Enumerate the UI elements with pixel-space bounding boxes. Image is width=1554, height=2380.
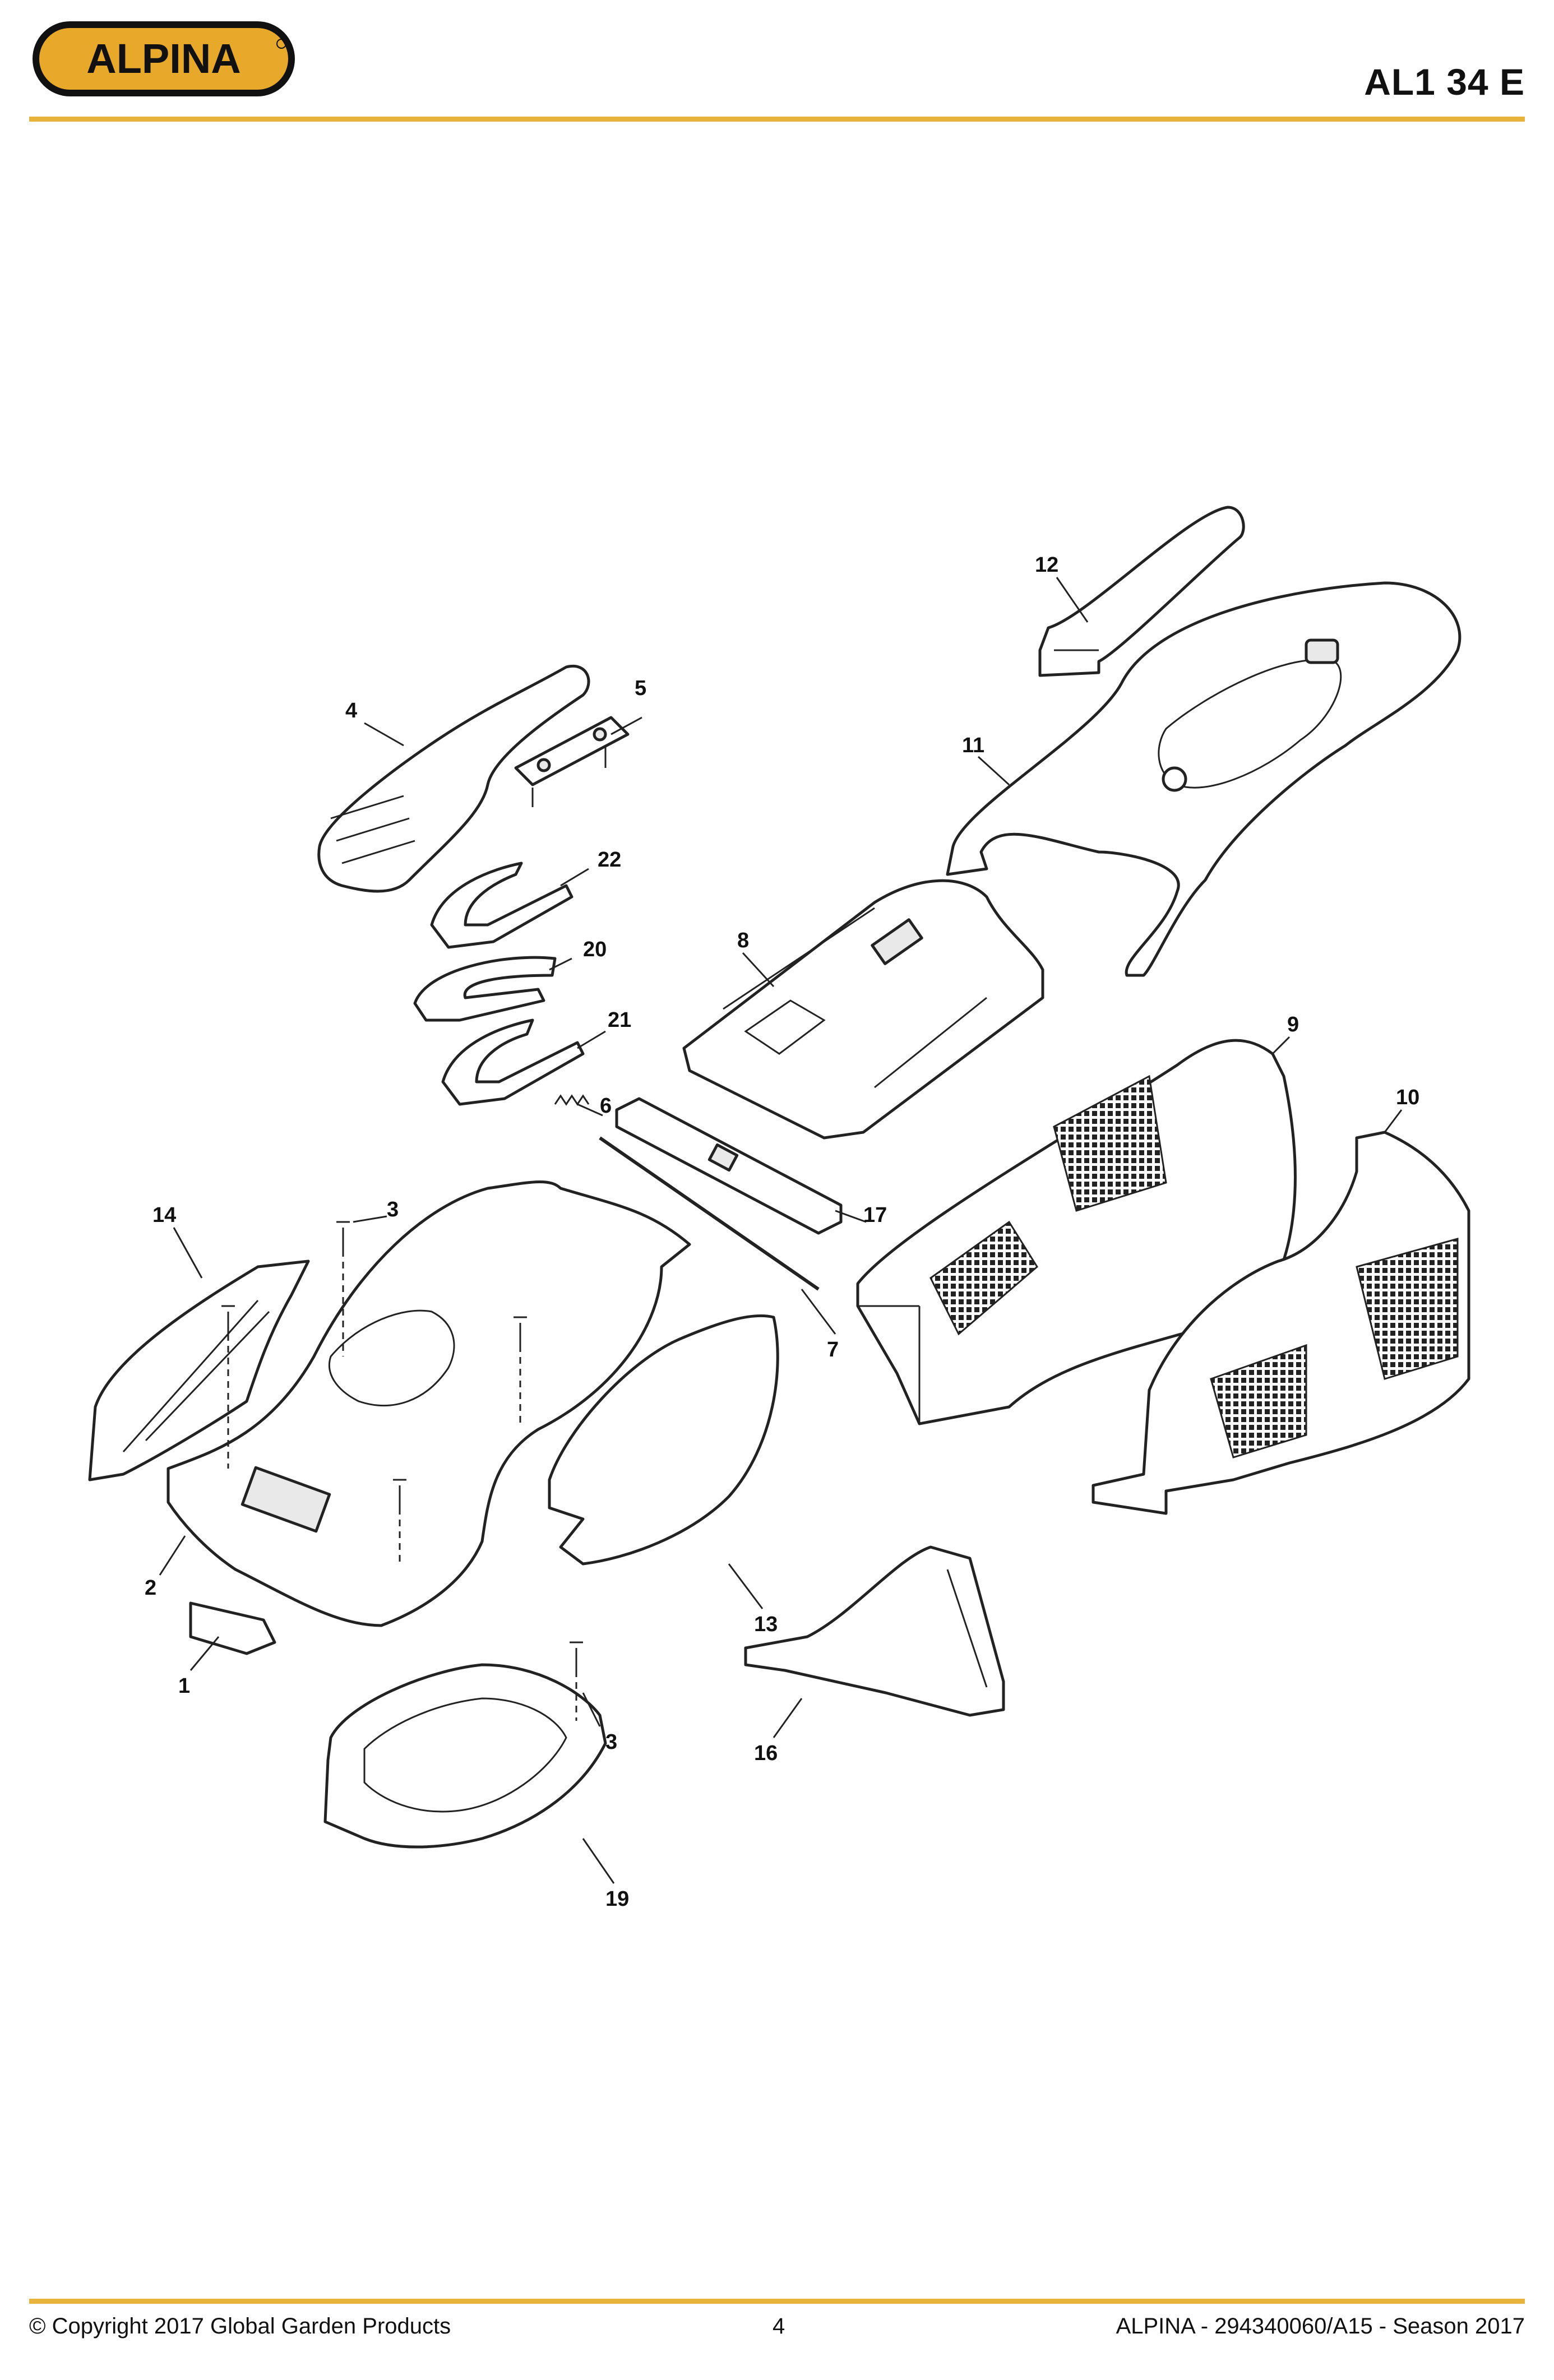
alpina-logo-graphic: ALPINA xyxy=(33,21,295,96)
part-17-latch-bar xyxy=(615,1097,843,1235)
part-21-bracket xyxy=(441,1018,585,1106)
callout-21: 21 xyxy=(608,1008,631,1032)
callout-20: 20 xyxy=(583,938,607,961)
callout-labels: 12 11 4 5 22 20 21 8 6 7 17 9 10 14 3 2 … xyxy=(145,553,1419,1911)
callout-6: 6 xyxy=(600,1094,612,1118)
callout-19: 19 xyxy=(605,1887,629,1911)
part-5-mounting-plate xyxy=(514,716,630,807)
part-19-battery-tray xyxy=(323,1663,607,1849)
leader-lines xyxy=(159,577,1403,1884)
part-20-bracket xyxy=(413,956,557,1022)
part-1-cap xyxy=(189,1601,276,1655)
part-14-side-panel xyxy=(88,1260,310,1481)
header-rule xyxy=(29,117,1525,122)
callout-5: 5 xyxy=(635,677,646,700)
callout-3a: 3 xyxy=(387,1198,399,1221)
part-12-handle-cover xyxy=(1038,506,1245,677)
callout-7: 7 xyxy=(827,1338,839,1362)
footer-document-ref: ALPINA - 294340060/A15 - Season 2017 xyxy=(1116,2314,1525,2339)
part-6-spring xyxy=(554,1094,590,1106)
callout-12: 12 xyxy=(1035,553,1058,577)
exploded-parts-diagram: 12 11 4 5 22 20 21 8 6 7 17 9 10 14 3 2 … xyxy=(0,482,1554,1962)
callout-3b: 3 xyxy=(605,1730,617,1754)
page-header: ALPINA AL1 34 E xyxy=(0,0,1554,129)
diagram-canvas: 12 11 4 5 22 20 21 8 6 7 17 9 10 14 3 2 … xyxy=(88,506,1470,1911)
part-10-rear-guard xyxy=(1092,1131,1470,1515)
callout-8: 8 xyxy=(737,929,749,952)
footer-copyright: © Copyright 2017 Global Garden Products xyxy=(29,2314,451,2339)
part-7-rod xyxy=(599,1136,820,1291)
part-13-side-panel xyxy=(548,1314,779,1566)
callout-16: 16 xyxy=(754,1742,778,1765)
callout-14: 14 xyxy=(152,1203,176,1227)
callout-2: 2 xyxy=(145,1576,156,1600)
part-8-control-panel xyxy=(682,879,1044,1140)
callout-11: 11 xyxy=(962,734,984,757)
part-2-chassis-cover xyxy=(166,1180,691,1627)
alpina-logo: ALPINA xyxy=(29,17,298,101)
logo-text: ALPINA xyxy=(86,35,240,82)
callout-9: 9 xyxy=(1287,1013,1299,1036)
callout-17: 17 xyxy=(863,1203,887,1227)
footer-page-number: 4 xyxy=(773,2314,785,2339)
part-4-handle-grip xyxy=(317,664,590,893)
callout-4: 4 xyxy=(345,699,357,723)
part-22-bracket xyxy=(430,862,574,949)
part-11-top-cover xyxy=(946,581,1461,977)
footer-rule xyxy=(29,2299,1525,2304)
part-16-mulching-plug xyxy=(744,1545,1005,1717)
callout-13: 13 xyxy=(754,1613,778,1636)
screw-set xyxy=(221,1221,583,1721)
callout-10: 10 xyxy=(1396,1086,1419,1109)
model-title: AL1 34 E xyxy=(1364,61,1525,103)
callout-1: 1 xyxy=(178,1674,190,1698)
callout-22: 22 xyxy=(598,848,621,872)
